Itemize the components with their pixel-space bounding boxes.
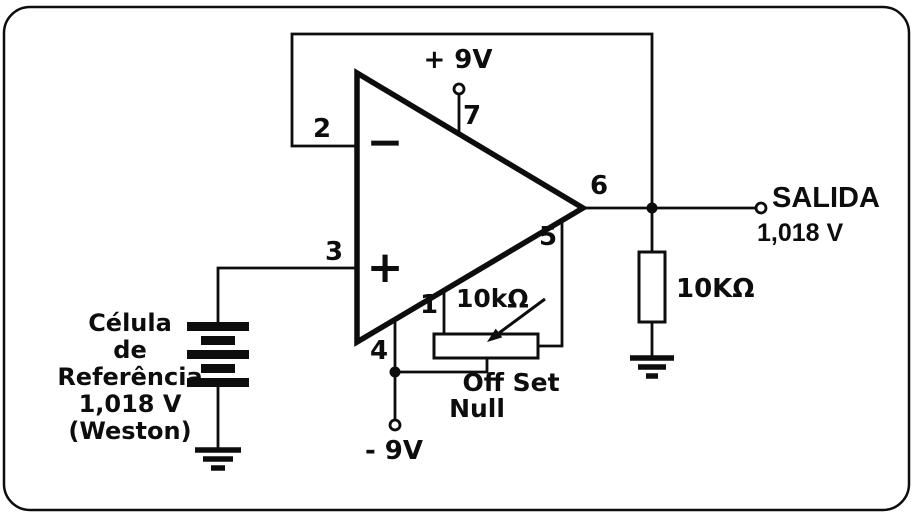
battery-plate <box>187 378 249 387</box>
output-name-label: SALIDA <box>772 182 880 214</box>
offset-null-potentiometer <box>432 332 540 360</box>
pin-3-label: 3 <box>325 237 343 267</box>
battery-plate <box>201 364 235 373</box>
output-value-label: 1,018 V <box>757 219 844 247</box>
load-resistor <box>637 250 667 324</box>
output-terminal <box>754 201 768 215</box>
battery-plate <box>187 322 249 331</box>
vminus-terminal <box>388 418 402 432</box>
opamp-triangle <box>354 68 589 347</box>
pin-1-label: 1 <box>420 290 438 320</box>
pot-wiper-wire <box>393 356 489 374</box>
cell-caption-line2: de <box>113 336 146 364</box>
offset-pin5-wire <box>536 219 564 348</box>
positive-supply-label: + 9V <box>423 45 492 75</box>
pot-adjust-arrow-shaft <box>498 297 546 335</box>
battery-plate <box>201 336 235 345</box>
noninverting-input-wire <box>216 266 359 324</box>
cell-ground-symbol <box>195 447 241 471</box>
cell-caption-line4: 1,018 V <box>79 390 182 418</box>
vplus-terminal <box>452 82 466 96</box>
pin-4-label: 4 <box>370 336 388 366</box>
offset-null-label-line1: Off Set <box>462 368 559 397</box>
pin-2-label: 2 <box>313 114 331 144</box>
output-junction-dot <box>646 202 658 214</box>
offset-null-label-line2: Null <box>449 394 505 423</box>
vminus-junction-dot <box>389 366 401 378</box>
pin-7-label: 7 <box>463 101 481 131</box>
negative-supply-label: - 9V <box>365 436 423 466</box>
feedback-wire <box>290 32 654 210</box>
cell-caption-line5: (Weston) <box>68 417 191 445</box>
battery-plate <box>187 350 249 359</box>
pin-5-label: 5 <box>539 222 557 252</box>
opamp-plus-sign: + <box>367 242 404 293</box>
cell-caption-line1: Célula <box>88 309 172 337</box>
pin-6-label: 6 <box>590 171 608 201</box>
cell-caption-line3: Referência <box>57 363 202 391</box>
opamp-minus-sign: − <box>367 117 404 168</box>
pot-value-label: 10kΩ <box>456 284 529 313</box>
load-resistor-value-label: 10KΩ <box>676 274 754 304</box>
load-ground-symbol <box>630 355 674 379</box>
reference-cell-battery <box>187 322 249 387</box>
pot-adjust-arrow-head <box>487 328 503 342</box>
figure-border <box>2 5 911 512</box>
